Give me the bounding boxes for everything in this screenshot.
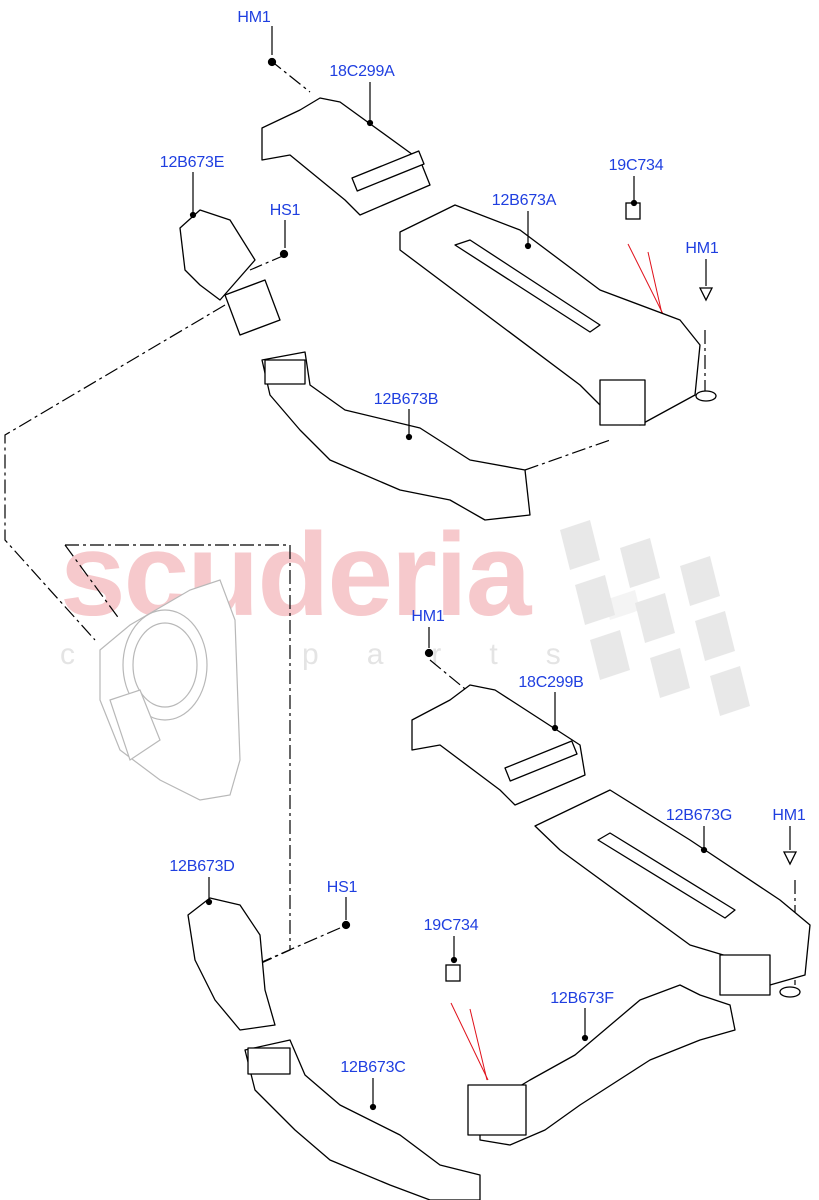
clip-indicator-lines (450, 243, 665, 1081)
callout-12b673d[interactable]: 12B673D (169, 858, 235, 875)
checkered-flag-watermark (560, 520, 750, 716)
assembly-lines (4, 59, 796, 985)
callout-19c734-top[interactable]: 19C734 (608, 157, 664, 174)
callout-12b673g[interactable]: 12B673G (665, 807, 733, 824)
callout-12b673e[interactable]: 12B673E (159, 154, 225, 171)
duct-12b673c (244, 1039, 481, 1200)
screw-hm1-right-top (698, 287, 714, 302)
duct-12b673b (261, 351, 531, 521)
callout-12b673f[interactable]: 12B673F (550, 990, 614, 1007)
duct-12b673f (479, 984, 736, 1146)
duct-18c299a (261, 97, 431, 216)
callout-hm1-right-bottom[interactable]: HM1 (772, 807, 806, 824)
watermark-logo: scuderia (60, 509, 531, 641)
callout-12b673b[interactable]: 12B673B (373, 391, 439, 408)
callout-hm1-mid[interactable]: HM1 (411, 608, 445, 625)
callout-18c299a[interactable]: 18C299A (329, 63, 395, 80)
leader-lines (189, 26, 791, 1111)
duct-12b673d (187, 897, 276, 1031)
upper-fasteners (267, 57, 717, 402)
lower-duct-set (187, 684, 811, 1200)
callout-hm1-top[interactable]: HM1 (237, 9, 271, 26)
callout-12b673a[interactable]: 12B673A (491, 192, 557, 209)
callout-hs1-bottom[interactable]: HS1 (326, 879, 358, 896)
callout-hs1-top[interactable]: HS1 (269, 202, 301, 219)
callout-hm1-right-top[interactable]: HM1 (685, 240, 719, 257)
upper-duct-set (179, 97, 701, 521)
duct-12b673a (399, 204, 701, 426)
callout-19c734-bottom[interactable]: 19C734 (423, 917, 479, 934)
callout-18c299b[interactable]: 18C299B (518, 674, 584, 691)
clip-19c734-bottom (445, 964, 461, 982)
duct-18c299b (411, 684, 586, 806)
lower-fasteners (341, 648, 801, 998)
callout-12b673c[interactable]: 12B673C (340, 1059, 406, 1076)
duct-12b673e (179, 209, 256, 301)
heater-unit-ghost (99, 579, 241, 801)
